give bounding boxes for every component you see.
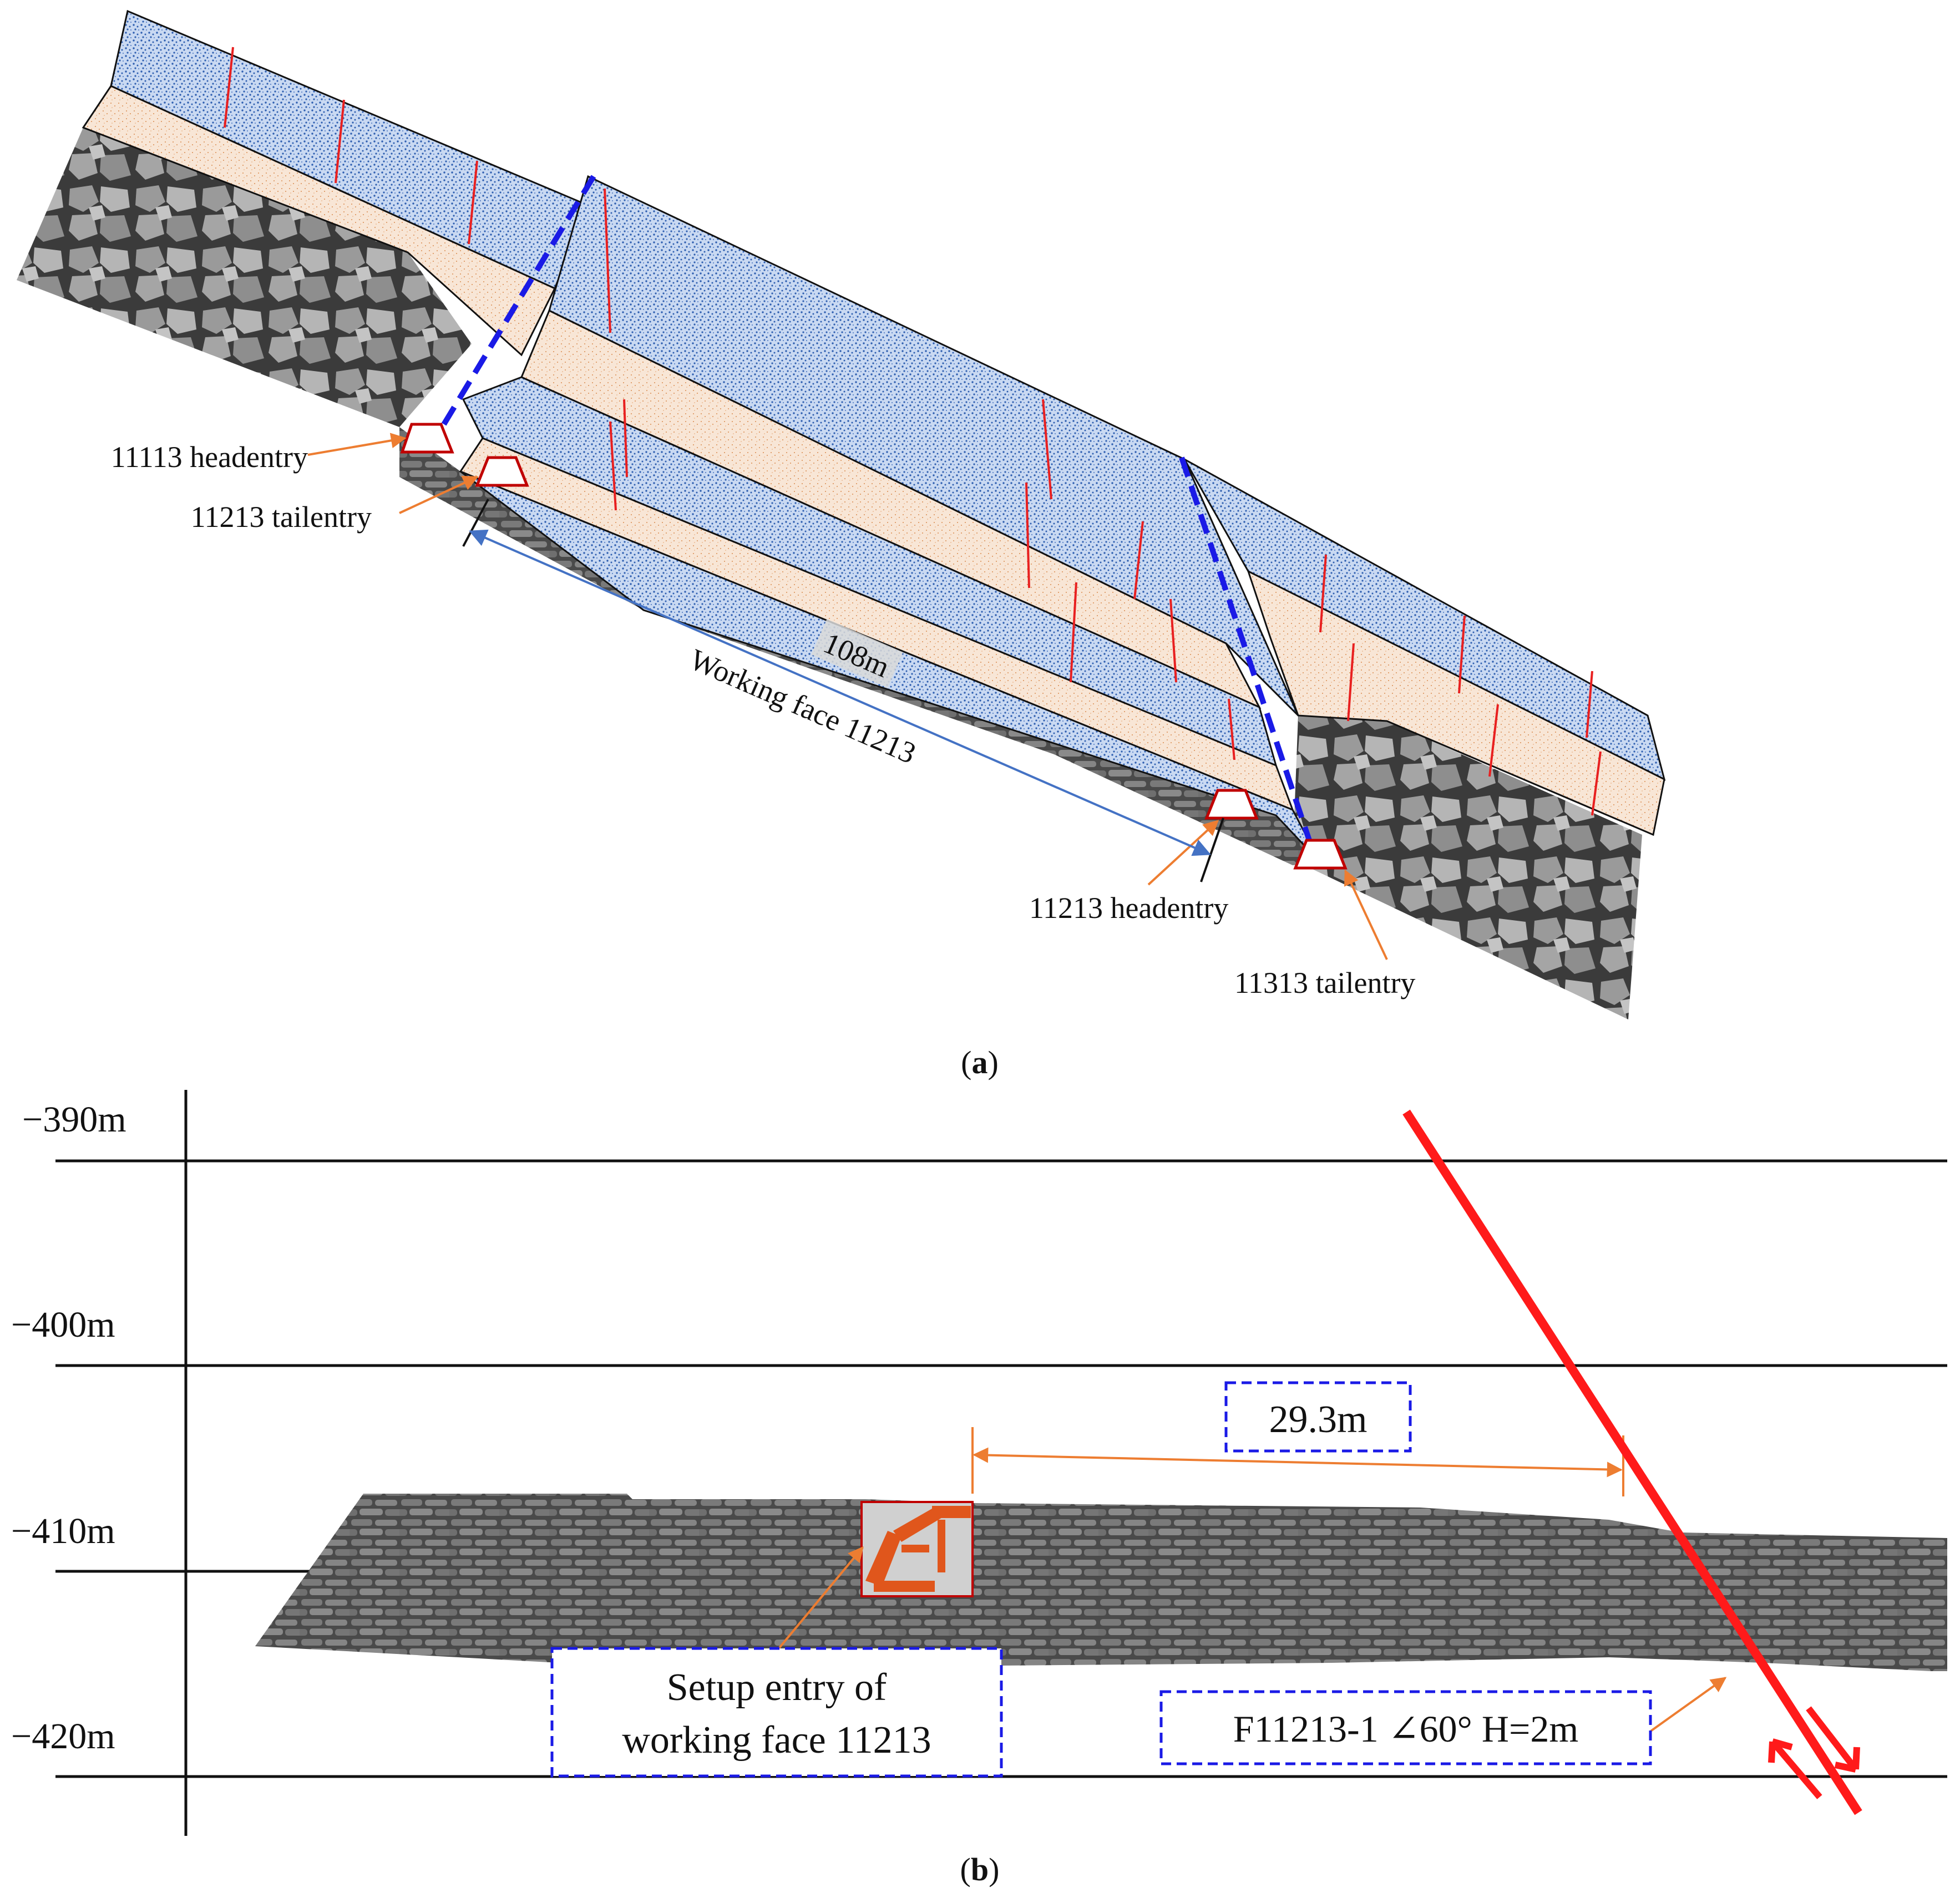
elevation-label-400: −400m — [11, 1305, 115, 1345]
caption-a: (a) — [961, 1044, 999, 1080]
elevation-label-410: −410m — [11, 1511, 115, 1551]
leader-11113-headentry — [307, 433, 407, 456]
shearer-icon — [860, 1501, 974, 1597]
distance-dimension — [973, 1447, 1623, 1478]
elevation-label-420: −420m — [11, 1716, 115, 1757]
label-11213-tailentry: 11213 tailentry — [191, 500, 372, 534]
fault-slip-arrows-icon — [1768, 1706, 1860, 1799]
distance-box — [1224, 1381, 1412, 1453]
entry-11213-tailentry — [475, 456, 529, 487]
panel-b: −390m −400m −410m −420m 29.3m Setup entr… — [11, 1090, 1947, 1887]
fault-line-f11213-1 — [1402, 1109, 1862, 1815]
fault-box — [1159, 1690, 1652, 1765]
entry-11113-headentry — [400, 423, 454, 454]
leader-11313-tailentry — [1344, 869, 1388, 960]
fault-line-left — [433, 175, 596, 440]
entry-11313-tailentry — [1293, 839, 1348, 870]
label-11113-headentry: 11113 headentry — [111, 440, 308, 474]
face-tick-left — [462, 499, 489, 547]
left-gob-area — [17, 128, 472, 427]
coal-seam-b — [255, 1494, 1947, 1671]
elevation-label-390: −390m — [22, 1099, 126, 1140]
caption-b: (b) — [960, 1851, 1000, 1887]
fault-label: F11213-1 ∠60° H=2m — [1233, 1708, 1578, 1750]
right-gob-area — [1293, 715, 1642, 1019]
face-tick-right — [1200, 818, 1224, 882]
setup-entry-label-line2: working face 11213 — [622, 1719, 931, 1762]
label-11213-headentry: 11213 headentry — [1029, 891, 1228, 925]
label-11313-tailentry: 11313 tailentry — [1234, 966, 1415, 999]
panel-a: 108m Working face 11213 11113 headentry … — [17, 9, 1666, 1080]
setup-entry-box — [550, 1647, 1003, 1778]
distance-value: 29.3m — [1269, 1398, 1368, 1441]
fault-line-right — [1179, 456, 1318, 858]
strata-right-mudstone — [1247, 570, 1665, 836]
setup-entry-label-line1: Setup entry of — [667, 1666, 887, 1709]
leader-11213-tailentry — [399, 475, 479, 514]
face-length-dimension — [469, 529, 1211, 856]
strata-left-mudstone — [82, 85, 556, 357]
leader-fault — [1647, 1677, 1727, 1734]
leader-setup-entry — [777, 1546, 864, 1650]
